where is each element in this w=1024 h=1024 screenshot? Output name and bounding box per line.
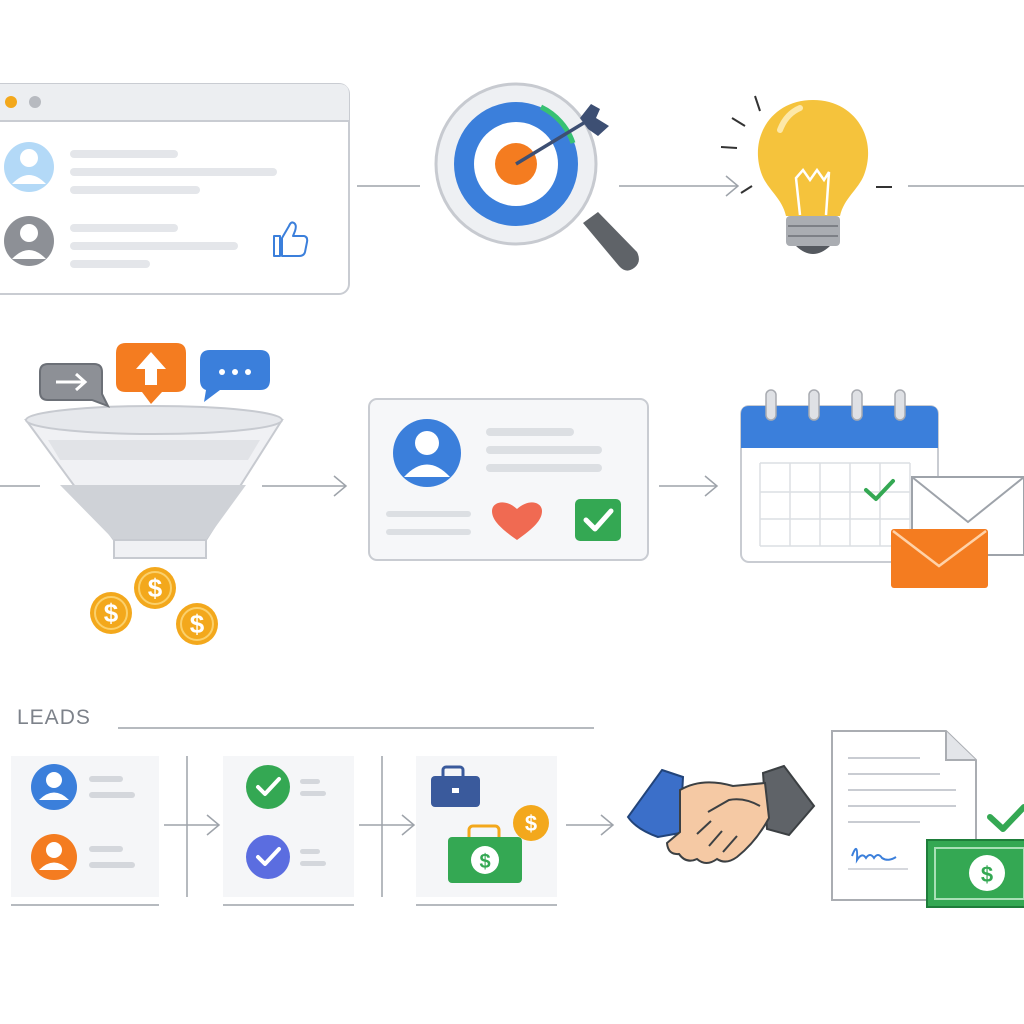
handshake-icon <box>626 764 816 864</box>
svg-text:$: $ <box>479 851 490 873</box>
calendar-icon <box>740 389 939 563</box>
qualified-list-card <box>223 756 354 906</box>
briefcase-card: $ $ <box>416 756 557 906</box>
svg-text:$: $ <box>981 862 993 887</box>
check-badge-icon <box>575 499 621 541</box>
forward-bubble-icon <box>39 363 111 408</box>
social-feed-window <box>0 83 350 295</box>
svg-text:$: $ <box>525 811 537 836</box>
envelope-icons <box>891 476 1024 588</box>
upload-bubble-icon <box>116 343 186 404</box>
coin-icons: $ $ $ <box>90 567 218 645</box>
thumbs-up-icon <box>273 221 309 257</box>
sales-funnel-icon <box>24 405 284 559</box>
svg-text:$: $ <box>148 573 163 603</box>
avatar-blue-icon <box>31 764 77 810</box>
coin-icon: $ <box>90 592 132 634</box>
envelope-orange-icon <box>891 529 988 588</box>
check-circle-green-icon <box>246 765 290 809</box>
lightbulb-icon <box>720 95 892 254</box>
arrow-connector <box>164 756 221 897</box>
svg-text:$: $ <box>104 598 119 628</box>
briefcase-navy-icon <box>431 765 480 807</box>
chat-bubble-icons <box>39 343 270 408</box>
arrow-connector <box>262 475 348 497</box>
avatar-blue-icon <box>4 142 54 192</box>
message-bubble-icon <box>200 350 270 402</box>
arrow-connector <box>619 175 740 197</box>
lead-list-card <box>11 756 159 906</box>
avatar-gray-icon <box>4 216 54 266</box>
arrow-icon <box>515 104 609 166</box>
briefcase-green-icon: $ <box>448 824 522 883</box>
coin-icon: $ <box>176 603 218 645</box>
svg-text:$: $ <box>190 609 205 639</box>
contact-card-icon <box>368 398 649 561</box>
window-dot-gray <box>29 96 41 108</box>
section-label: LEADS <box>17 706 91 729</box>
arrow-connector <box>566 814 615 836</box>
check-icon <box>987 804 1024 832</box>
arrow-connector <box>659 475 719 497</box>
avatar-orange-icon <box>31 834 77 880</box>
avatar-icon <box>393 419 461 487</box>
window-dot-orange <box>5 96 17 108</box>
coin-icon: $ <box>134 567 176 609</box>
arrow-connector <box>359 756 416 897</box>
check-circle-blue-icon <box>246 835 290 879</box>
coin-icon: $ <box>513 805 549 841</box>
target-magnifier-icon <box>434 82 639 271</box>
check-icon <box>864 479 895 501</box>
cash-bill-icon: $ <box>926 839 1024 908</box>
signature-icon <box>851 848 897 864</box>
heart-icon <box>492 502 542 540</box>
